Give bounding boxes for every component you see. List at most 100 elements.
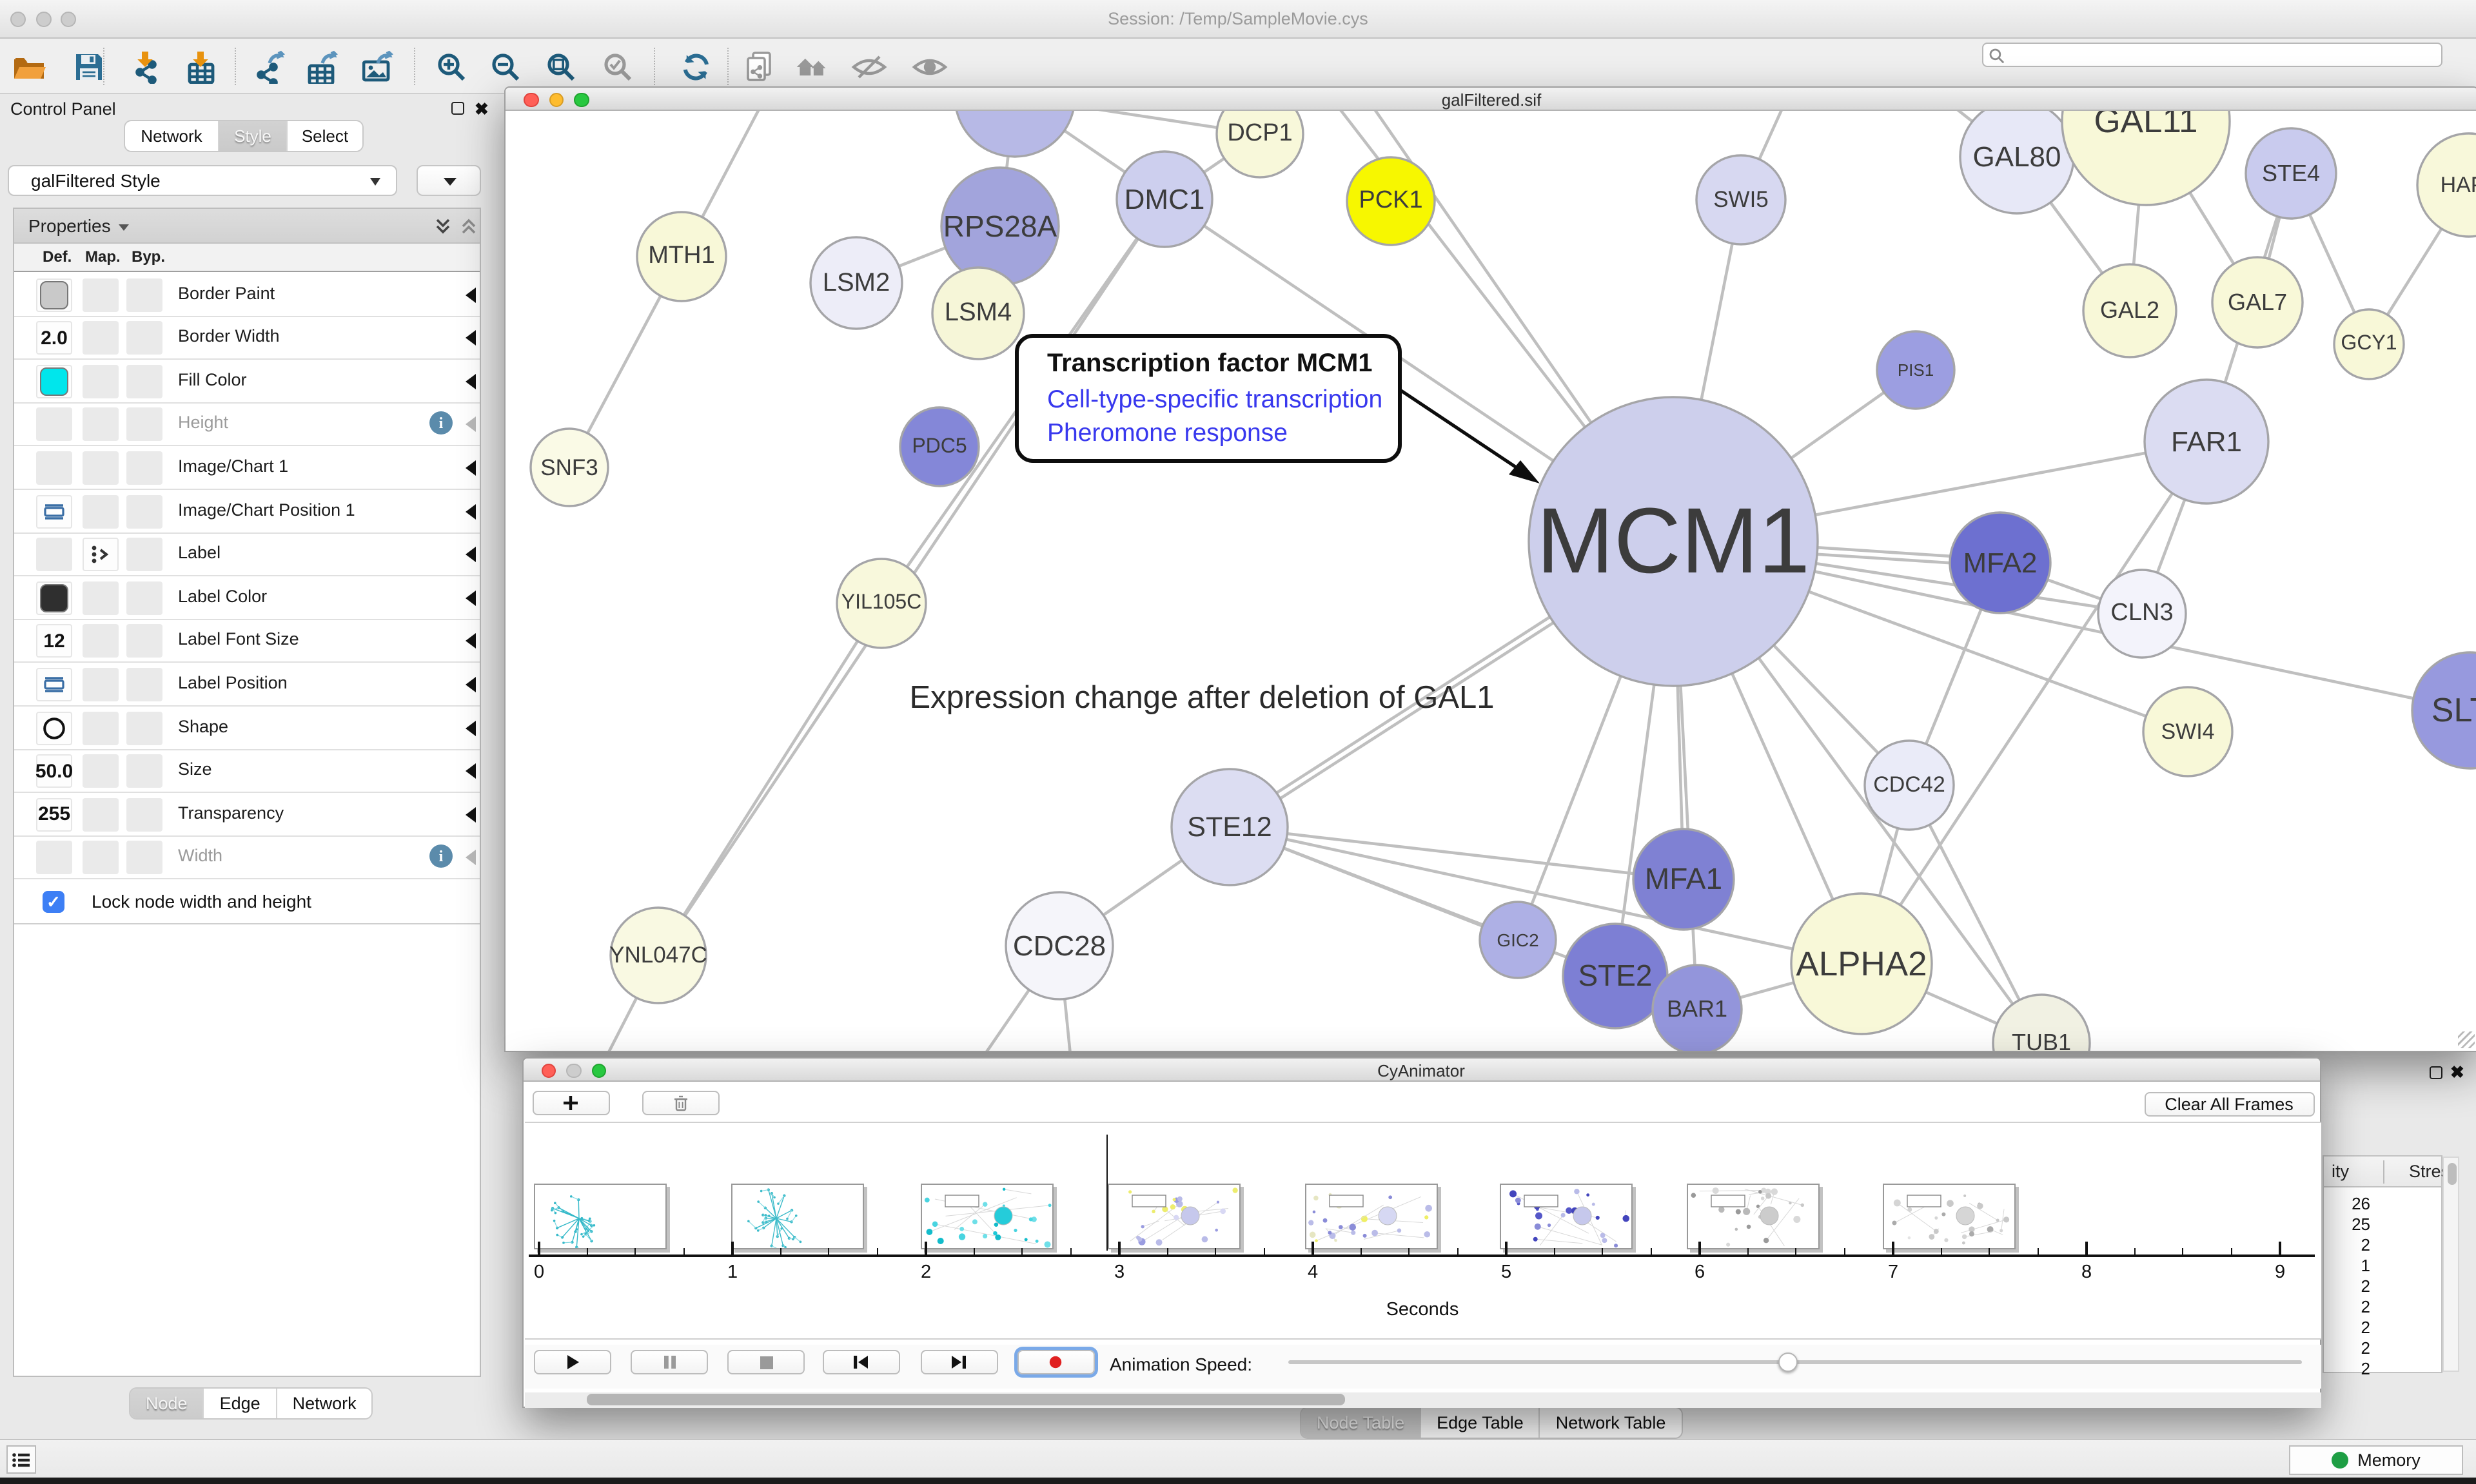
map-cell[interactable] <box>82 754 118 788</box>
property-row-label-position[interactable]: Label Position <box>14 663 480 707</box>
property-row-label[interactable]: Label <box>14 532 480 577</box>
frame-thumbnail-3[interactable] <box>920 1183 1053 1249</box>
map-cell[interactable] <box>82 711 118 745</box>
map-cell[interactable] <box>82 667 118 701</box>
property-row-label-color[interactable]: Label Color <box>14 576 480 620</box>
search-input[interactable] <box>1982 43 2442 67</box>
graph-node-alpha2[interactable] <box>1790 892 1933 1035</box>
graph-node-hap2[interactable] <box>2416 132 2476 238</box>
properties-title[interactable]: Properties <box>28 215 129 236</box>
collapse-all-icon[interactable] <box>459 217 478 236</box>
close-icon[interactable] <box>541 1063 556 1078</box>
map-cell[interactable] <box>82 797 118 832</box>
map-cell[interactable] <box>82 364 118 398</box>
minimize-window-icon[interactable] <box>35 12 51 27</box>
collapse-arrow-icon[interactable] <box>466 633 476 649</box>
collapse-arrow-icon[interactable] <box>466 850 476 866</box>
minimize-icon[interactable] <box>566 1063 581 1078</box>
tab-network[interactable]: Network <box>125 121 219 151</box>
tab-network[interactable]: Network <box>277 1389 372 1418</box>
byp-cell[interactable] <box>126 278 162 311</box>
tab-edge-table[interactable]: Edge Table <box>1421 1408 1540 1438</box>
table-cell[interactable]: 2 <box>2361 1276 2370 1296</box>
tab-network-table[interactable]: Network Table <box>1540 1408 1682 1438</box>
collapse-arrow-icon[interactable] <box>466 806 476 823</box>
import-table-icon[interactable] <box>183 49 219 85</box>
home-icon[interactable] <box>794 49 830 85</box>
copy-view-icon[interactable] <box>743 49 779 85</box>
record-button[interactable] <box>1017 1349 1094 1374</box>
byp-cell[interactable] <box>126 841 162 875</box>
table-vertical-scrollbar[interactable] <box>2442 1157 2459 1372</box>
show-eye-icon[interactable] <box>912 49 948 85</box>
clear-all-frames-button[interactable]: Clear All Frames <box>2144 1091 2314 1116</box>
map-cell[interactable] <box>82 451 118 485</box>
frame-thumbnail-2[interactable] <box>731 1183 863 1249</box>
tab-node[interactable]: Node <box>130 1389 204 1418</box>
tab-edge[interactable]: Edge <box>204 1389 277 1418</box>
add-frame-button[interactable] <box>532 1090 609 1115</box>
byp-cell[interactable] <box>126 667 162 701</box>
zoom-selected-icon[interactable] <box>600 49 636 85</box>
refresh-icon[interactable] <box>678 49 714 85</box>
property-row-image-chart-position-1[interactable]: Image/Chart Position 1 <box>14 489 480 533</box>
graph-node-gic2[interactable] <box>1479 901 1557 979</box>
zoom-out-icon[interactable] <box>487 49 524 85</box>
map-cell[interactable] <box>82 321 118 355</box>
graph-node-rps28a[interactable] <box>940 166 1060 286</box>
property-row-image-chart-1[interactable]: Image/Chart 1 <box>14 446 480 490</box>
column-ity[interactable]: ity <box>2332 1162 2349 1181</box>
byp-cell[interactable] <box>126 754 162 788</box>
map-cell[interactable] <box>82 624 118 658</box>
memory-button[interactable]: Memory <box>2289 1445 2463 1475</box>
graph-node-mth1[interactable] <box>636 211 727 302</box>
def-cell[interactable] <box>36 407 72 442</box>
collapse-arrow-icon[interactable] <box>466 763 476 779</box>
graph-node-dmc1[interactable] <box>1115 150 1213 248</box>
float-panel-icon[interactable] <box>2430 1066 2442 1079</box>
save-icon[interactable] <box>71 49 107 85</box>
table-cell[interactable]: 2 <box>2361 1235 2370 1255</box>
style-options-button[interactable] <box>417 165 481 196</box>
maximize-window-icon[interactable] <box>61 12 76 27</box>
hide-eye-icon[interactable] <box>851 49 887 85</box>
table-cell[interactable]: 26 <box>2352 1194 2370 1213</box>
close-panel-icon[interactable]: ✖ <box>475 99 489 119</box>
graph-node-lsm4[interactable] <box>931 266 1025 360</box>
collapse-arrow-icon[interactable] <box>466 590 476 606</box>
byp-cell[interactable] <box>126 321 162 355</box>
graph-node-pdc5[interactable] <box>899 406 980 487</box>
graph-node-ste12[interactable] <box>1170 768 1289 886</box>
def-cell[interactable] <box>36 278 72 311</box>
graph-node-dcp1[interactable] <box>1215 111 1304 179</box>
map-cell[interactable] <box>82 538 118 572</box>
collapse-arrow-icon[interactable] <box>466 460 476 476</box>
table-cell[interactable]: 2 <box>2361 1338 2370 1358</box>
collapse-arrow-icon[interactable] <box>466 676 476 692</box>
byp-cell[interactable] <box>126 451 162 485</box>
graph-node-lsm2[interactable] <box>809 236 903 330</box>
collapse-arrow-icon[interactable] <box>466 720 476 736</box>
graph-node-gal80[interactable] <box>1959 111 2075 215</box>
annotation-box[interactable]: Transcription factor MCM1 Cell-type-spec… <box>1015 334 1402 463</box>
graph-node-pis1[interactable] <box>1876 330 1956 410</box>
graph-node-cdc28[interactable] <box>1005 891 1114 1001</box>
def-cell[interactable]: 50.0 <box>35 754 73 788</box>
export-table-icon[interactable] <box>306 49 342 85</box>
playhead[interactable] <box>1106 1134 1108 1250</box>
map-cell[interactable] <box>82 407 118 442</box>
graph-node-tub1[interactable] <box>1992 993 2091 1051</box>
maximize-icon[interactable] <box>574 92 589 107</box>
graph-node-gcy1[interactable] <box>2333 308 2405 380</box>
import-network-icon[interactable] <box>128 49 164 85</box>
graph-node-swi4[interactable] <box>2142 686 2234 777</box>
tab-node-table[interactable]: Node Table <box>1301 1408 1422 1438</box>
tab-style[interactable]: Style <box>219 121 288 151</box>
def-cell[interactable] <box>36 711 72 745</box>
def-cell[interactable] <box>36 667 72 701</box>
pause-button[interactable] <box>631 1349 708 1374</box>
byp-cell[interactable] <box>126 407 162 442</box>
frame-thumbnail-4[interactable] <box>1108 1183 1241 1249</box>
map-cell[interactable] <box>82 841 118 875</box>
